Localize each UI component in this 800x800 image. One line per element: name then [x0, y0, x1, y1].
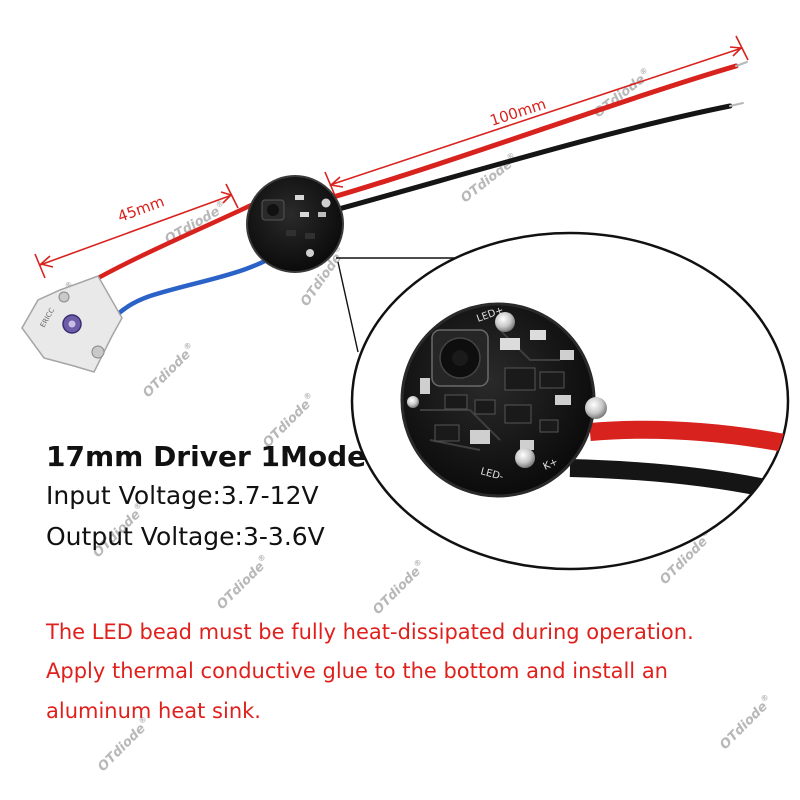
- watermark-text: OTdiode®: [213, 552, 274, 613]
- solder-pad: [91, 345, 105, 359]
- solder-pad: [585, 397, 607, 419]
- warning-line-1: The LED bead must be fully heat-dissipat…: [46, 620, 694, 644]
- dimension-line-100mm: [324, 35, 749, 199]
- watermark-text: OTdiode®: [139, 340, 200, 401]
- product-title: 17mm Driver 1Mode: [46, 440, 367, 473]
- red-wire-magnified: [589, 420, 788, 455]
- warning-line-3: aluminum heat sink.: [46, 699, 261, 723]
- driver-board-small: [246, 175, 344, 273]
- dimension-line-45mm: [34, 183, 239, 279]
- solder-pad: [515, 448, 535, 468]
- led-star-board: ERICC: [21, 275, 123, 373]
- red-wire-long: [327, 63, 739, 201]
- watermark-text: OTdiode®: [369, 557, 430, 618]
- input-voltage-text: Input Voltage:3.7-12V: [46, 481, 319, 510]
- solder-pad: [407, 396, 419, 408]
- warning-line-2: Apply thermal conductive glue to the bot…: [46, 659, 668, 683]
- dimension-label-100mm: 100mm: [488, 95, 549, 130]
- dimension-label-45mm: 45mm: [115, 192, 167, 225]
- watermark-text: OTdiode®: [716, 692, 777, 753]
- driver-board-magnified: LED+ LED- K+: [400, 302, 607, 498]
- solder-pad: [58, 291, 70, 303]
- output-voltage-text: Output Voltage:3-3.6V: [46, 522, 325, 551]
- callout-lines: [336, 257, 474, 353]
- watermark-text: OTdiode®: [94, 714, 155, 775]
- long-wires: [327, 61, 748, 213]
- black-wire-long: [332, 103, 733, 213]
- solder-pad: [495, 312, 515, 332]
